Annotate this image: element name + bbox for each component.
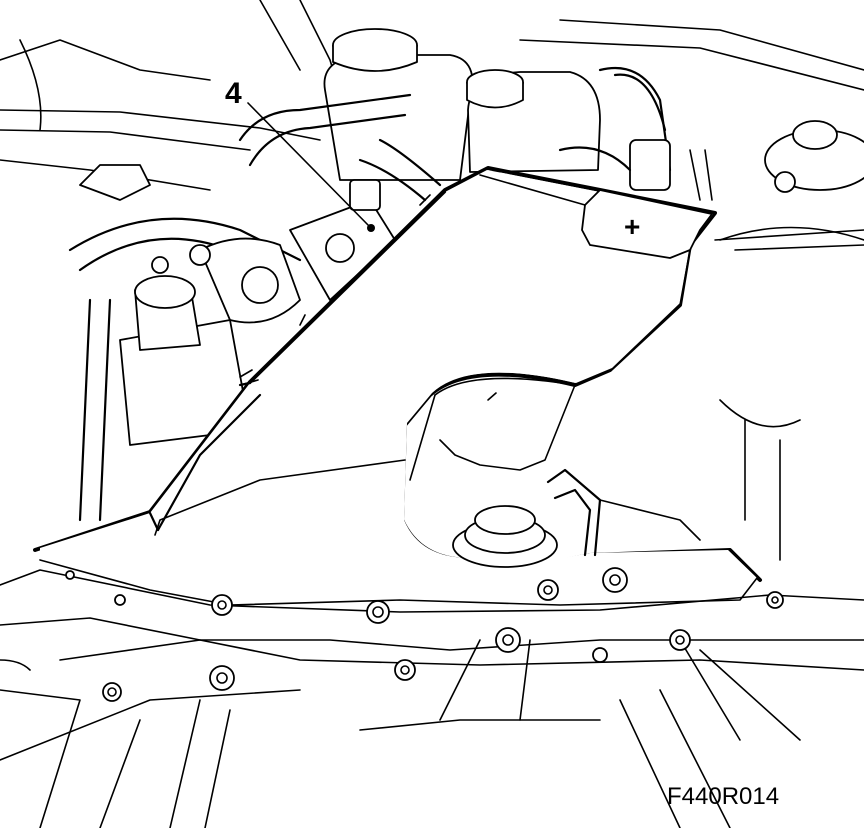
- strut-top-mount: [719, 120, 864, 241]
- callout-label: 4: [225, 77, 242, 110]
- wiring-harness: [558, 66, 713, 201]
- bolt: [102, 682, 122, 702]
- abs-unit: [119, 179, 396, 446]
- battery-cover: +: [33, 166, 864, 606]
- washer-fluid-cap: [452, 505, 558, 568]
- bolts: [65, 567, 784, 702]
- battery-hold-down-strap: [546, 468, 701, 557]
- cowl-and-body-lines: [0, 0, 864, 191]
- hoses-left: [68, 93, 442, 522]
- figure-code: F440R014: [667, 783, 779, 810]
- positive-terminal-symbol: +: [624, 211, 640, 242]
- oil-filler-cap: [79, 164, 151, 201]
- bolt: [114, 594, 126, 606]
- bolt: [537, 579, 559, 601]
- bolt: [65, 570, 75, 580]
- bolt: [211, 594, 233, 616]
- bolt: [766, 591, 784, 609]
- bolt: [209, 665, 235, 691]
- bolt: [592, 647, 608, 663]
- bolt: [495, 627, 521, 653]
- brake-fluid-reservoir: [323, 28, 474, 181]
- bolt: [366, 600, 390, 624]
- bolt: [394, 659, 416, 681]
- callout-4: 4: [225, 77, 375, 232]
- bolt: [602, 567, 628, 593]
- coolant-reservoir: [466, 69, 601, 173]
- bolt: [669, 629, 691, 651]
